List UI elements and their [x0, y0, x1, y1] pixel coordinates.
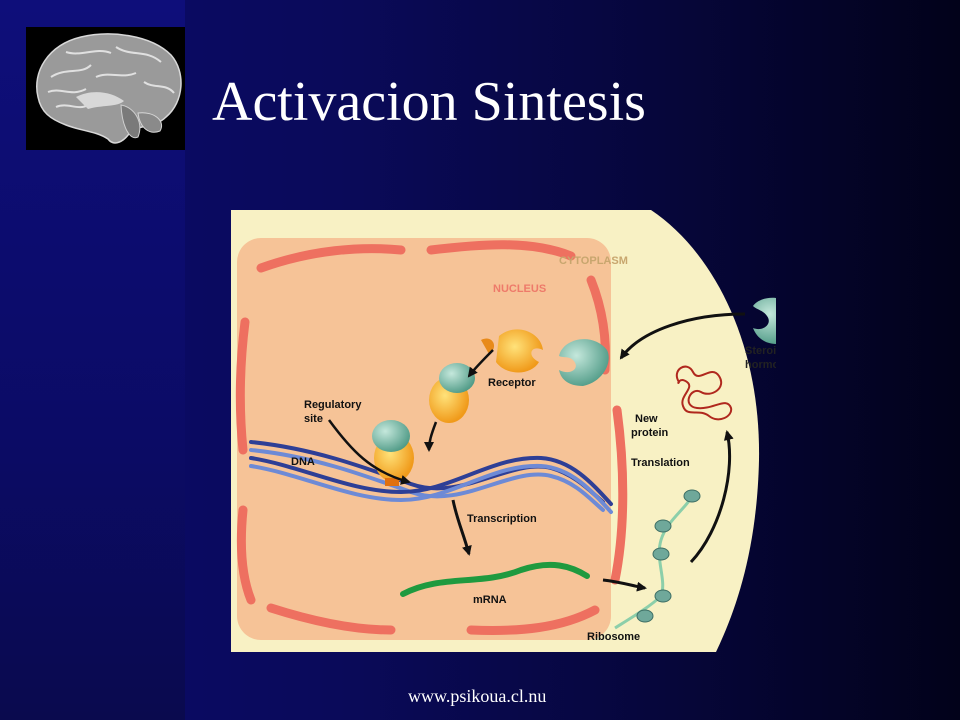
new-protein-label-1: New [635, 413, 658, 425]
mrna-strand [400, 561, 590, 597]
regulatory-site-label-2: site [304, 413, 323, 425]
transcription-label: Transcription [467, 513, 537, 525]
steroid-hormone-molecule [753, 297, 801, 344]
receptor-to-dna-arrow [424, 421, 438, 452]
steroid-hormone-label-2: hormone [745, 359, 776, 371]
new-protein-squiggle [675, 365, 733, 421]
receptor-dna-complex [372, 420, 414, 486]
free-receptor [559, 339, 609, 386]
receptor-complex-envelope [481, 329, 543, 373]
export-arrow [602, 578, 647, 592]
nucleus-region [237, 238, 611, 640]
new-protein-label-2: protein [631, 427, 669, 439]
brain-logo [26, 27, 185, 150]
brain-icon [36, 33, 182, 144]
regulatory-site-arrow [327, 419, 411, 485]
translation-label: Translation [631, 457, 690, 469]
dna-label: DNA [291, 456, 315, 468]
hormone-entry-arrow [619, 312, 746, 360]
nuclear-envelope [235, 240, 628, 635]
translation-arrow [689, 430, 734, 564]
mrna-label: mRNA [473, 594, 507, 606]
receptor-complex-nucleus [429, 363, 475, 423]
ribosomes [636, 489, 701, 623]
transcription-arrow [451, 499, 472, 556]
nucleus-label: NUCLEUS [493, 283, 546, 295]
steroid-hormone-label-1: Steroid [745, 345, 776, 357]
steroid-hormone-diagram: CYTOPLASM NUCLEUS DNA Regulatory site [231, 210, 801, 652]
receptor-label: Receptor [488, 377, 536, 389]
ribosome-label: Ribosome [587, 631, 640, 643]
regulatory-site-label-1: Regulatory [304, 399, 362, 411]
envelope-to-nucleus-arrow [467, 349, 494, 378]
cytoplasm-label: CYTOPLASM [559, 255, 628, 267]
footer-url: www.psikoua.cl.nu [408, 686, 547, 706]
slide-title: Activacion Sintesis [212, 71, 646, 133]
dna-helix [249, 440, 613, 514]
